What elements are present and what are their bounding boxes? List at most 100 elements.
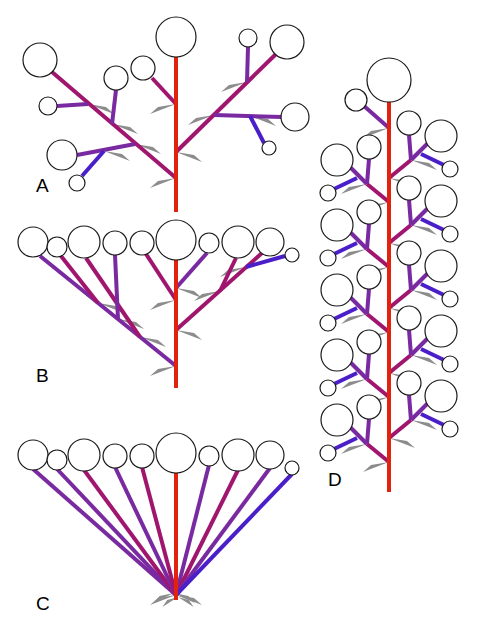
branch — [84, 470, 176, 595]
branch — [421, 219, 444, 230]
branch — [334, 438, 357, 449]
flower — [281, 103, 309, 131]
bract — [176, 330, 202, 340]
bract-group — [88, 82, 437, 607]
branch — [367, 419, 369, 444]
flower — [18, 440, 48, 470]
flower — [18, 227, 48, 257]
flower — [47, 237, 67, 257]
branch — [220, 258, 236, 291]
branch — [334, 243, 357, 254]
flower — [320, 380, 336, 396]
flower — [357, 330, 381, 354]
flower — [397, 111, 421, 135]
branch — [214, 115, 282, 117]
branch — [367, 224, 369, 249]
flower — [222, 226, 254, 258]
flower — [397, 306, 421, 330]
flower — [239, 29, 257, 47]
flower — [320, 250, 336, 266]
branch — [176, 54, 276, 152]
branch — [389, 420, 411, 438]
branch — [367, 159, 369, 184]
panel-letter: A — [36, 176, 49, 195]
branch — [250, 116, 264, 143]
flower — [47, 140, 77, 170]
flower — [68, 226, 100, 258]
flower — [357, 265, 381, 289]
flower — [285, 248, 299, 262]
branch — [142, 467, 176, 595]
bract — [150, 178, 176, 188]
flower — [285, 461, 299, 475]
flower — [104, 66, 128, 90]
flower — [425, 185, 457, 217]
branch — [389, 290, 411, 308]
flower — [69, 175, 85, 191]
branch — [367, 354, 369, 379]
flower-group — [18, 17, 458, 475]
panel-letter: D — [328, 470, 342, 489]
flower — [345, 89, 367, 111]
branch — [409, 265, 411, 290]
branch — [334, 178, 357, 189]
branch — [152, 78, 176, 104]
flower — [156, 17, 196, 57]
branch — [57, 104, 88, 106]
main-axis — [387, 102, 391, 492]
bract — [150, 104, 176, 114]
flower — [156, 220, 196, 260]
branch — [367, 314, 389, 332]
branch — [409, 135, 411, 160]
branch — [421, 349, 444, 360]
branch — [77, 144, 135, 155]
flower — [23, 43, 57, 77]
axis-group — [176, 57, 389, 600]
flower — [367, 58, 411, 102]
flower — [256, 441, 284, 469]
branch — [115, 255, 118, 319]
flower — [397, 241, 421, 265]
flower — [103, 444, 127, 468]
flower — [321, 339, 353, 371]
branch — [389, 160, 411, 178]
branch — [176, 468, 270, 595]
flower — [39, 97, 57, 115]
flower — [320, 185, 336, 201]
bract — [363, 462, 389, 472]
branch — [334, 308, 357, 319]
flower — [199, 233, 219, 253]
branch — [409, 330, 411, 355]
main-axis — [174, 473, 178, 600]
branch — [409, 395, 411, 420]
flower — [262, 141, 276, 155]
flower — [156, 433, 196, 473]
branch — [364, 106, 389, 128]
branch — [367, 379, 389, 397]
branch — [115, 467, 176, 595]
flower — [320, 445, 336, 461]
panel-letter: B — [36, 366, 49, 385]
panel-letter: C — [36, 594, 50, 613]
main-axis — [174, 260, 178, 388]
branch — [146, 254, 176, 300]
main-axis — [174, 57, 178, 212]
flower — [68, 439, 100, 471]
flower — [103, 231, 127, 255]
flower — [397, 371, 421, 395]
flower — [130, 231, 154, 255]
flower — [425, 315, 457, 347]
flower — [425, 250, 457, 282]
bract — [178, 597, 194, 607]
branch — [33, 469, 176, 595]
flower — [270, 25, 304, 59]
branch — [246, 256, 285, 267]
bract — [176, 288, 202, 298]
flower — [442, 421, 458, 437]
flower — [357, 200, 381, 224]
branch — [389, 225, 411, 243]
branch — [421, 284, 444, 295]
flower — [321, 144, 353, 176]
